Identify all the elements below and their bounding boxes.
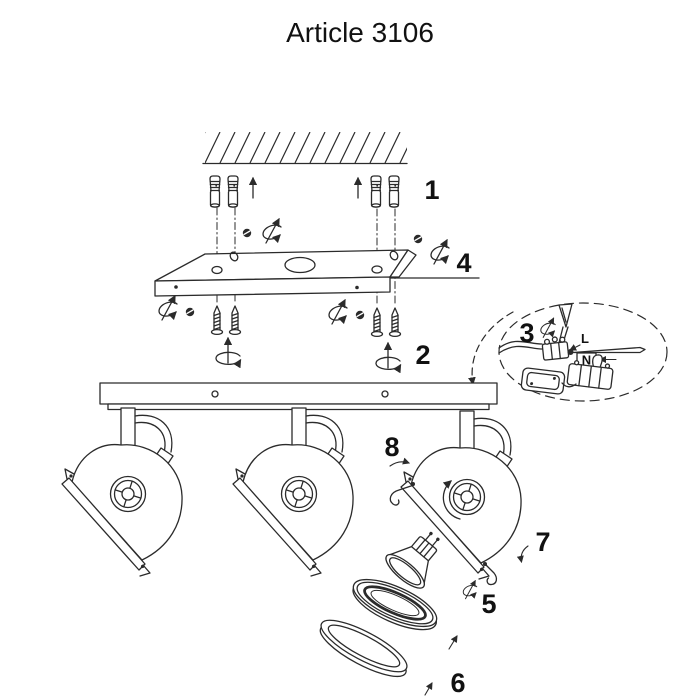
insert-arrow <box>424 682 433 696</box>
spotlight-2 <box>232 407 354 577</box>
mounting-bracket <box>154 249 480 297</box>
wall-plug <box>370 175 382 208</box>
jumper-wire <box>561 382 577 388</box>
callout-5-lens: 5 <box>481 589 496 619</box>
trim-ring <box>319 619 458 696</box>
callout-7-close-clip: 7 <box>535 527 550 557</box>
bulb-pin <box>431 539 438 547</box>
rotation-arrow-icon <box>431 240 449 264</box>
bulb-pin <box>424 534 431 541</box>
open-clip-hook <box>485 564 498 586</box>
label-live: L <box>581 331 589 346</box>
supply-cable <box>498 340 544 354</box>
callout-1-wall-plugs: 1 <box>424 175 439 205</box>
mounting-screw <box>228 305 242 336</box>
push-twist-icon <box>216 338 241 364</box>
glass-lens <box>352 578 477 631</box>
mounting-screw <box>388 307 402 338</box>
rotation-arrow-icon <box>463 581 476 599</box>
callout-3-wiring: 3 <box>519 318 534 348</box>
strain-relief-block <box>566 354 614 390</box>
callout-6-ring: 6 <box>450 668 465 698</box>
screw-head-icon <box>355 310 365 320</box>
label-neutral: N <box>582 353 591 368</box>
mounting-screw <box>370 307 384 338</box>
spotlight-1 <box>61 407 183 577</box>
mounting-screw <box>210 305 224 336</box>
page-title: Article 3106 <box>286 17 434 48</box>
screw-head-icon <box>185 307 195 317</box>
callout-4-bracket: 4 <box>456 248 471 278</box>
screw-head-icon <box>413 234 423 244</box>
live-arrow <box>569 344 581 351</box>
open-clip-hook <box>389 484 415 506</box>
detail-boundary <box>498 302 668 402</box>
clip-arrow <box>389 457 411 467</box>
screwdriver-side-icon <box>567 346 646 355</box>
rotate-head-arrow <box>442 480 461 520</box>
callout-8-open-clip: 8 <box>384 432 399 462</box>
rotation-arrow-icon <box>541 318 555 337</box>
connector-cover <box>520 367 566 395</box>
clip-arrow <box>516 545 529 564</box>
wall-plug <box>227 175 239 208</box>
fixture-rail <box>99 382 498 411</box>
wall-plug <box>388 175 400 208</box>
terminal-block <box>541 336 570 361</box>
insert-arrow <box>448 635 458 650</box>
rotation-arrow-icon <box>159 296 177 320</box>
wiring-detail-bubble: L N <box>468 302 668 402</box>
wall-plug <box>209 175 221 208</box>
ceiling-hatch <box>202 132 408 165</box>
push-twist-icon <box>376 343 401 369</box>
mounting-screws <box>210 305 402 369</box>
callout-2-screws: 2 <box>415 340 430 370</box>
wall-plugs <box>209 175 400 208</box>
detail-leader <box>468 311 514 386</box>
gu10-bulb <box>385 531 440 589</box>
spotlight-3-open-clips <box>389 457 529 586</box>
rotation-arrow-icon <box>329 300 347 324</box>
screw-head-icon <box>242 228 252 238</box>
rotation-arrow-icon <box>263 219 281 243</box>
